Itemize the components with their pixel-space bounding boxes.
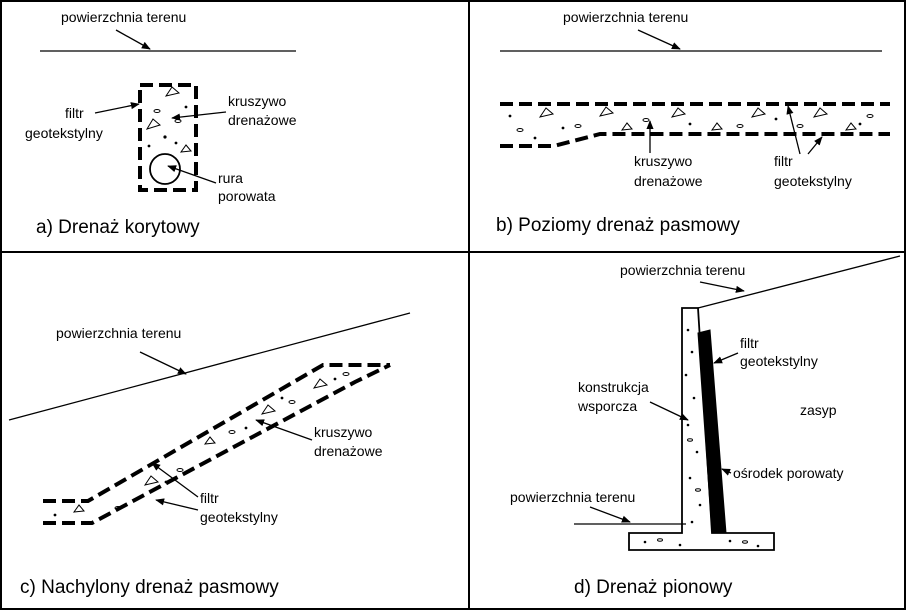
panel-d-ground-bottom-label: powierzchnia terenu — [510, 489, 635, 505]
panel-b-aggregate-label-2: drenażowe — [634, 173, 703, 189]
panel-c-filter-label-2: geotekstylny — [200, 509, 278, 525]
panel-a-aggregate-arrow — [171, 111, 227, 121]
panel-d-wall-texture — [643, 328, 760, 548]
panel-d: powierzchnia terenu filtr geotekstyl — [510, 255, 901, 598]
panel-a-filter-label-1: filtr — [65, 105, 84, 121]
panel-b-caption: b) Poziomy drenaż pasmowy — [496, 215, 740, 236]
panel-c-ground-arrow — [139, 351, 187, 375]
panel-a-trench — [138, 83, 198, 192]
panel-b: powierzchnia terenu krus — [496, 9, 890, 236]
panel-a-filter-label-2: geotekstylny — [25, 125, 103, 141]
panel-c-caption: c) Nachylony drenaż pasmowy — [20, 577, 279, 598]
panel-d-structure-label-1: konstrukcja — [578, 379, 649, 395]
panel-b-lower-filter — [500, 132, 890, 148]
panel-d-backfill-label: zasyp — [800, 402, 837, 418]
panel-a-aggregate — [145, 86, 192, 153]
panel-a-ground-arrow — [115, 29, 151, 50]
panel-c-upper-filter — [43, 363, 390, 503]
panel-d-caption: d) Drenaż pionowy — [574, 577, 733, 598]
panel-c-lower-filter — [43, 363, 391, 525]
panel-d-ground-bottom-arrow — [589, 506, 631, 523]
panel-a-aggregate-label-1: kruszywo — [228, 93, 287, 109]
panel-c-aggregate-label-1: kruszywo — [314, 424, 373, 440]
panel-c-ground-line — [8, 312, 411, 421]
panel-d-structure-arrow — [649, 401, 689, 421]
panel-d-porous-medium-label: ośrodek porowaty — [733, 465, 844, 481]
panel-b-filter-arrow-upper — [786, 105, 801, 155]
panel-a-filter-arrow — [94, 102, 140, 114]
panel-c-filter-label-1: filtr — [200, 490, 219, 506]
panel-a-ground-label: powierzchnia terenu — [61, 9, 186, 25]
panel-c-aggregate-label-2: drenażowe — [314, 443, 383, 459]
panel-a-pipe-arrow — [167, 165, 217, 184]
panel-c-aggregate — [53, 372, 350, 517]
panel-a-aggregate-label-2: drenażowe — [228, 112, 297, 128]
panel-b-filter-label-2: geotekstylny — [774, 173, 852, 189]
panel-a-caption: a) Drenaż korytowy — [36, 217, 200, 238]
panel-d-porous-medium — [697, 329, 727, 534]
panel-d-porous-medium-arrow — [721, 468, 732, 476]
panel-b-filter-arrow-lower — [807, 136, 823, 155]
panel-c-aggregate-arrow — [255, 419, 313, 441]
panel-b-ground-arrow — [637, 29, 681, 50]
panel-c-ground-label: powierzchnia terenu — [56, 325, 181, 341]
panel-a-pipe-label-2: porowata — [218, 188, 276, 204]
panel-b-aggregate-label-1: kruszywo — [634, 153, 693, 169]
panel-a-pipe-label-1: rura — [218, 170, 243, 186]
panel-d-filter-label-2: geotekstylny — [740, 353, 818, 369]
panel-d-ground-top-label: powierzchnia terenu — [620, 262, 745, 278]
panel-b-aggregate — [508, 106, 874, 140]
panel-b-filter-label-1: filtr — [774, 153, 793, 169]
panel-c-filter-arrow-upper — [151, 462, 199, 498]
panel-a-porous-pipe — [149, 153, 181, 185]
panel-d-filter-arrow — [713, 352, 739, 364]
panel-c-filter-arrow-lower — [155, 498, 199, 511]
panel-d-filter-label-1: filtr — [740, 335, 759, 351]
panel-c: powierzchnia terenu kruszywo drenażowe f… — [8, 312, 411, 598]
panel-d-ground-top-line — [697, 255, 901, 309]
panel-b-ground-label: powierzchnia terenu — [563, 9, 688, 25]
panel-d-structure-label-2: wsporcza — [577, 398, 637, 414]
panel-d-ground-top-arrow — [699, 281, 745, 293]
panel-a: powierzchnia terenu kruszywo drenażowe f… — [25, 9, 297, 238]
